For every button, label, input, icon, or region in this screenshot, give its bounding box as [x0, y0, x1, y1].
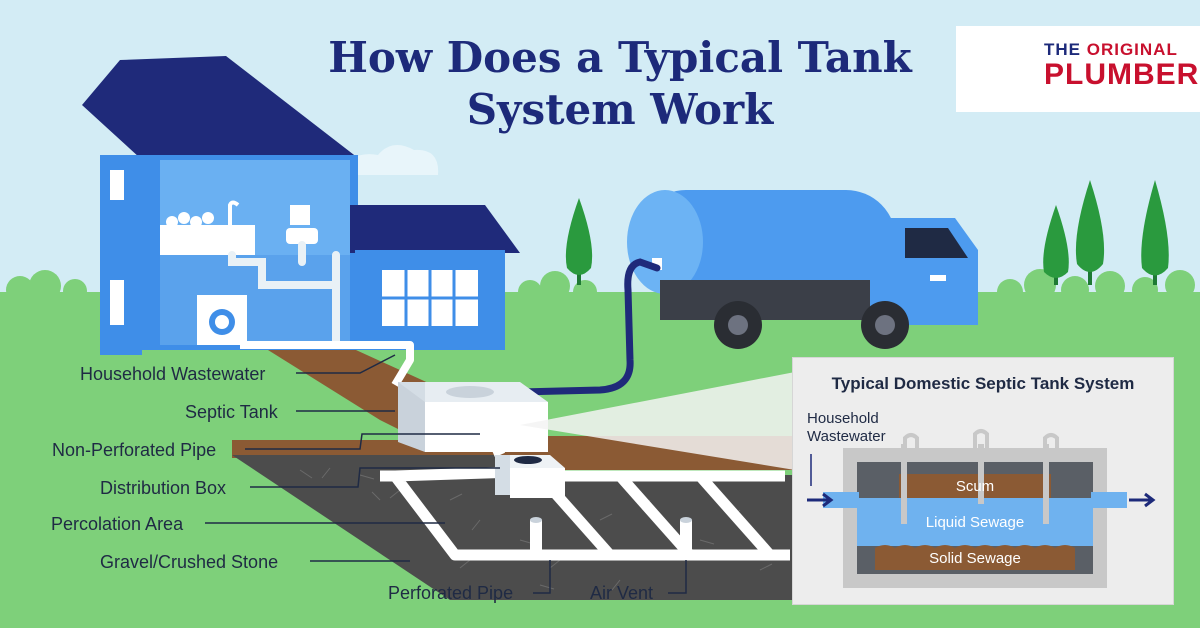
vacuum-hose [516, 258, 661, 396]
liquid-sewage-label: Liquid Sewage [925, 514, 1025, 531]
inset-inflow-label: Household Wastewater [807, 410, 886, 446]
gravel-bed [232, 455, 795, 600]
inlet-baffle [901, 444, 907, 524]
distribution-pipes [380, 429, 790, 561]
logo-line-1: THE ORIGINAL [1044, 40, 1199, 60]
outflow-arrow [1129, 492, 1156, 508]
label-household-wastewater: Household Wastewater [80, 364, 266, 384]
septic-tank-cross-section: Typical Domestic Septic Tank System Hous… [792, 357, 1174, 605]
center-baffle [978, 444, 984, 504]
inset-inflow-line-2: Wastewater [807, 428, 886, 445]
logo-original: ORIGINAL [1086, 40, 1178, 59]
title-line-2: System Work [466, 85, 774, 134]
title-line-1: How Does a Typical Tank [328, 33, 912, 82]
leader-lines [205, 354, 687, 594]
cloud [340, 145, 439, 175]
tank-diagram [807, 429, 1156, 588]
tree-right-2 [1075, 180, 1105, 285]
wastewater-pipe [240, 341, 414, 388]
logo-the: THE [1044, 40, 1087, 59]
house [82, 56, 520, 355]
inset-title: Typical Domestic Septic Tank System [831, 374, 1135, 393]
inset-inflow-line-1: Household [807, 410, 879, 427]
outlet-baffle [1043, 444, 1049, 524]
label-percolation-area: Percolation Area [51, 514, 184, 534]
logo-line-2: PLUMBER [1044, 58, 1200, 91]
tree-right-3 [1141, 180, 1169, 285]
tree-right-1 [1043, 205, 1069, 285]
air-vents [530, 517, 692, 558]
distribution-box [495, 455, 565, 498]
zoom-cone [520, 372, 795, 470]
scum-label: Scum [955, 478, 995, 495]
label-septic-tank: Septic Tank [185, 402, 278, 422]
page-title: How Does a Typical Tank System Work [300, 32, 940, 136]
liquid-layer [857, 498, 1093, 546]
septic-tank [398, 382, 548, 452]
pump-truck [627, 190, 978, 349]
solid-layer [875, 545, 1075, 570]
inlet-pipe [823, 492, 859, 508]
scum-layer [899, 474, 1051, 498]
brand-logo: THE ORIGINAL PLUMBER [956, 26, 1200, 112]
label-distribution-box: Distribution Box [100, 478, 227, 498]
inflow-arrow [807, 492, 834, 508]
lifting-hooks [903, 429, 1059, 448]
label-perforated-pipe: Perforated Pipe [388, 583, 514, 603]
label-non-perforated-pipe: Non-Perforated Pipe [52, 440, 217, 460]
label-gravel: Gravel/Crushed Stone [100, 552, 279, 572]
logo-text: THE ORIGINAL PLUMBER [1044, 40, 1199, 92]
outlet-pipe [1091, 492, 1127, 508]
indoor-pipes [228, 241, 340, 349]
label-air-vent: Air Vent [590, 583, 654, 603]
solid-sewage-label: Solid Sewage [929, 550, 1021, 567]
tree-left [565, 198, 593, 285]
